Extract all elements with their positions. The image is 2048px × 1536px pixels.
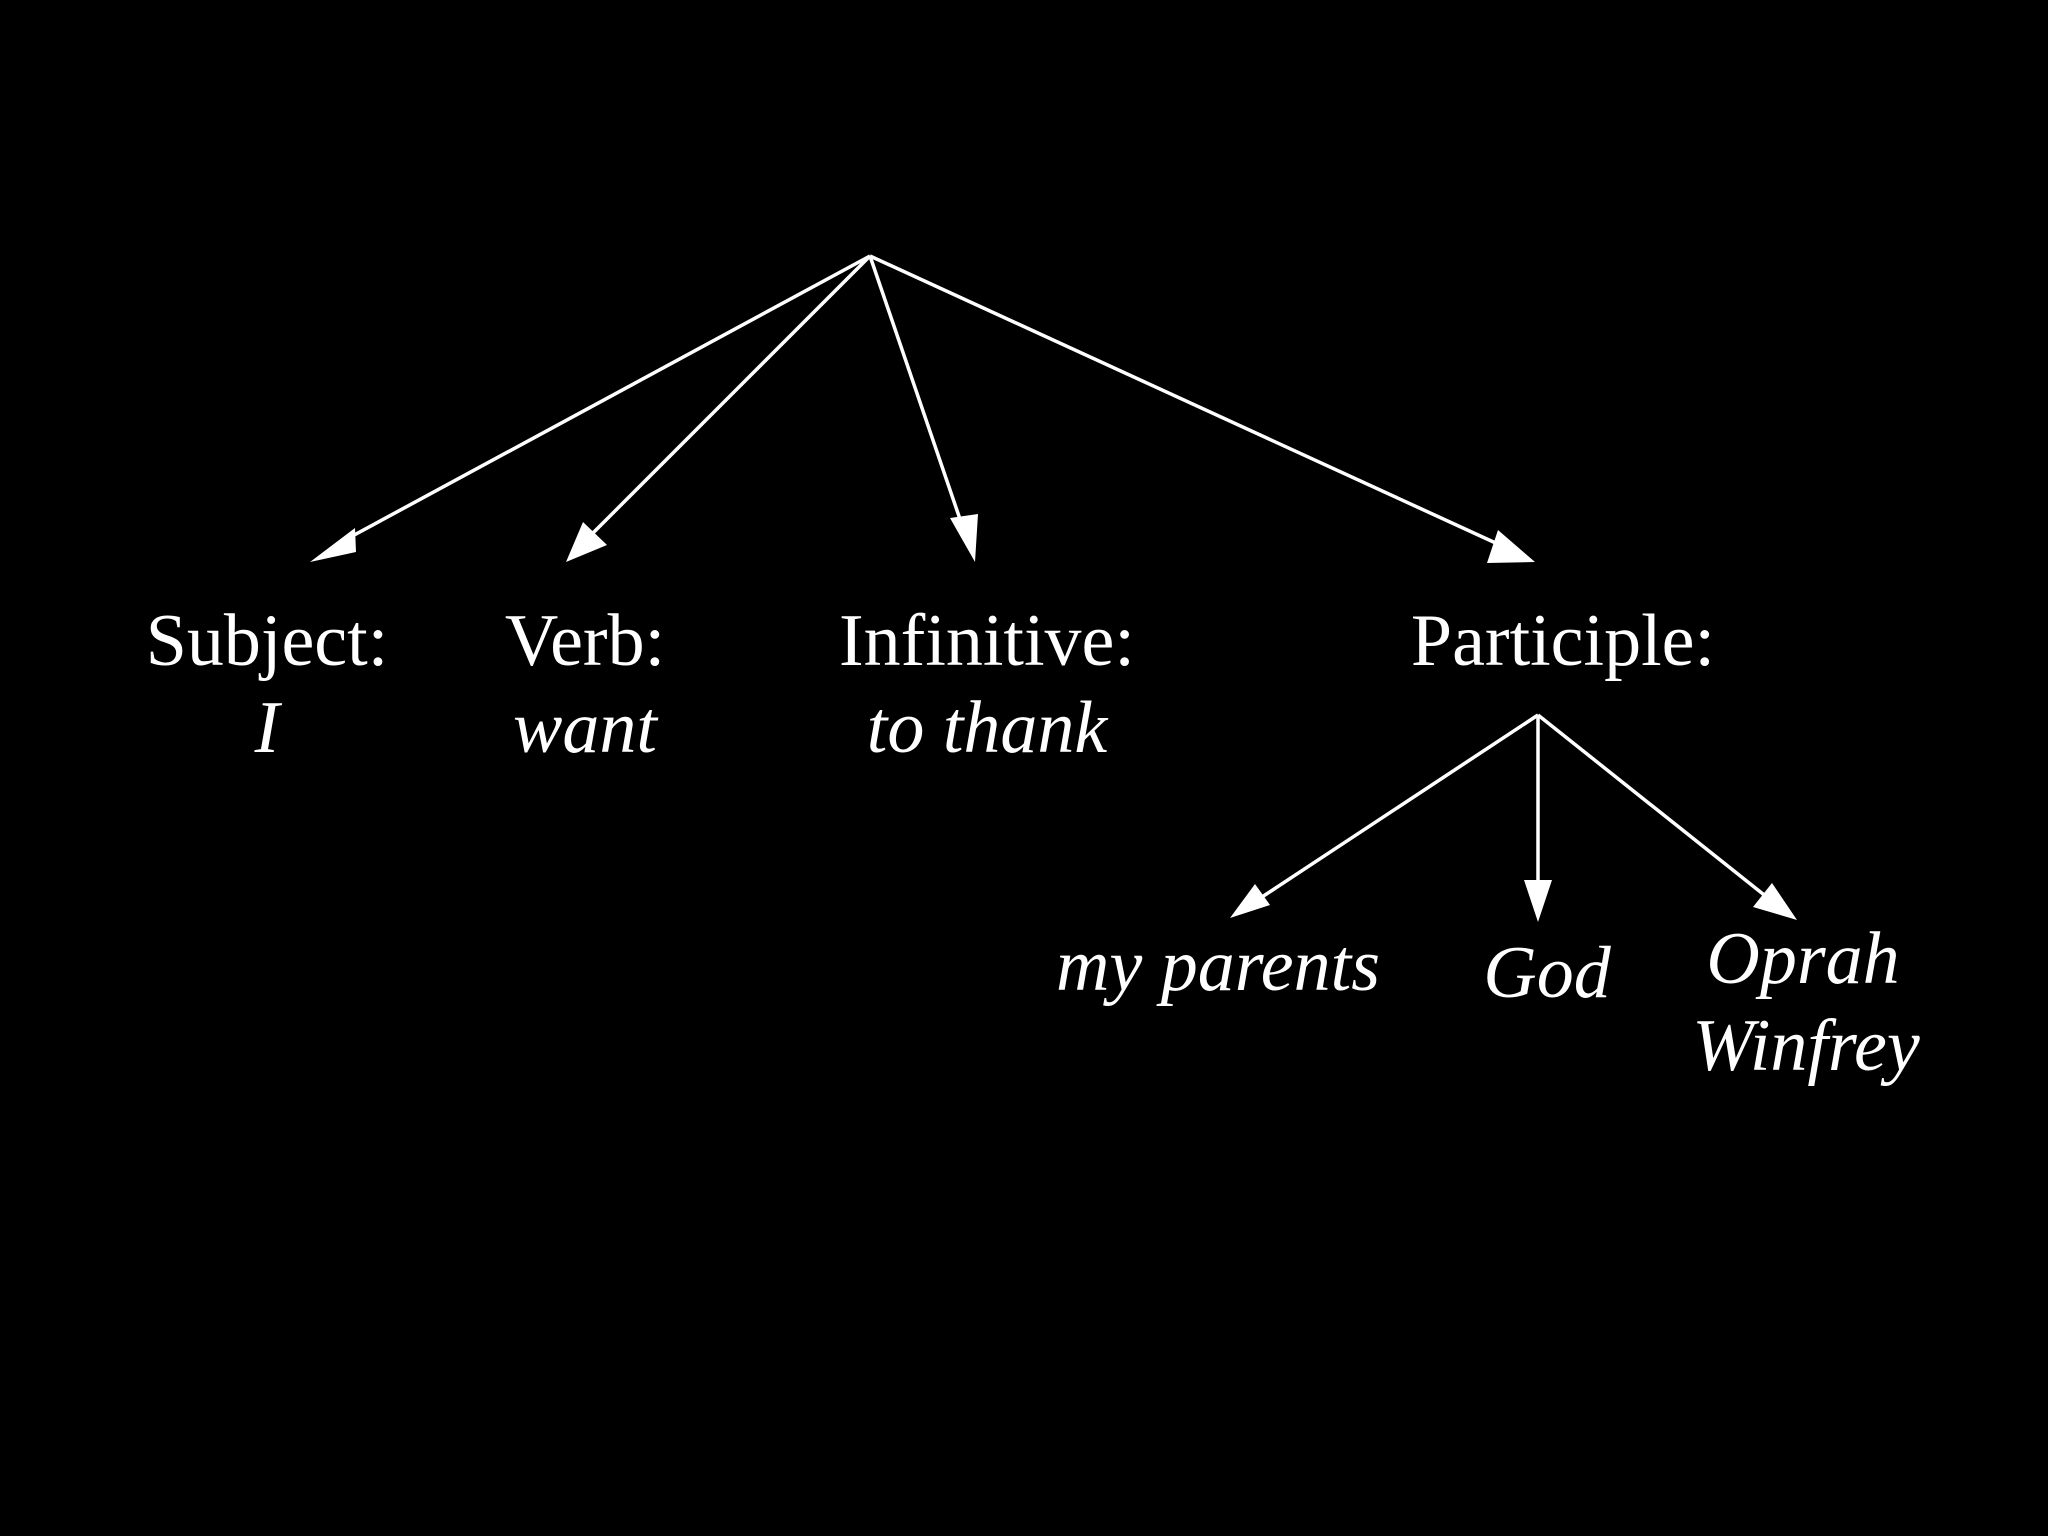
- node-infinitive: Infinitive: to thank: [839, 600, 1135, 769]
- arrowhead-participle: [1487, 530, 1535, 563]
- my-parents-value: my parents: [1056, 925, 1380, 1007]
- node-oprah-winfrey: Oprah Winfrey: [1692, 918, 1920, 1087]
- edges-root: [310, 254, 1535, 563]
- verb-value: want: [513, 687, 659, 769]
- edge-root-infinitive: [868, 255, 964, 526]
- edges-participle: [1230, 713, 1797, 922]
- arrowhead-god: [1524, 880, 1552, 922]
- oprah-winfrey-line2: Winfrey: [1692, 1005, 1920, 1087]
- edge-participle-oprah-winfrey: [1536, 713, 1770, 900]
- arrowhead-verb: [566, 522, 607, 562]
- infinitive-heading: Infinitive:: [839, 600, 1135, 682]
- node-my-parents: my parents: [1056, 925, 1380, 1007]
- arrowhead-oprah-winfrey: [1753, 883, 1797, 920]
- oprah-winfrey-line1: Oprah: [1706, 918, 1899, 1000]
- subject-heading: Subject:: [146, 600, 389, 682]
- node-participle: Participle:: [1411, 600, 1715, 682]
- arrowhead-infinitive: [950, 514, 978, 562]
- arrowhead-my-parents: [1230, 884, 1270, 918]
- edge-participle-my-parents: [1261, 713, 1539, 899]
- edge-root-subject: [344, 254, 871, 542]
- infinitive-value: to thank: [867, 687, 1109, 769]
- edge-root-verb: [586, 254, 872, 540]
- node-subject: Subject: I: [146, 600, 389, 769]
- arrowhead-subject: [310, 528, 356, 562]
- node-god: God: [1483, 932, 1611, 1014]
- node-verb: Verb: want: [505, 600, 665, 769]
- subject-value: I: [254, 687, 283, 769]
- edge-root-participle: [869, 254, 1501, 547]
- god-value: God: [1483, 932, 1611, 1014]
- verb-heading: Verb:: [505, 600, 665, 682]
- participle-heading: Participle:: [1411, 600, 1715, 682]
